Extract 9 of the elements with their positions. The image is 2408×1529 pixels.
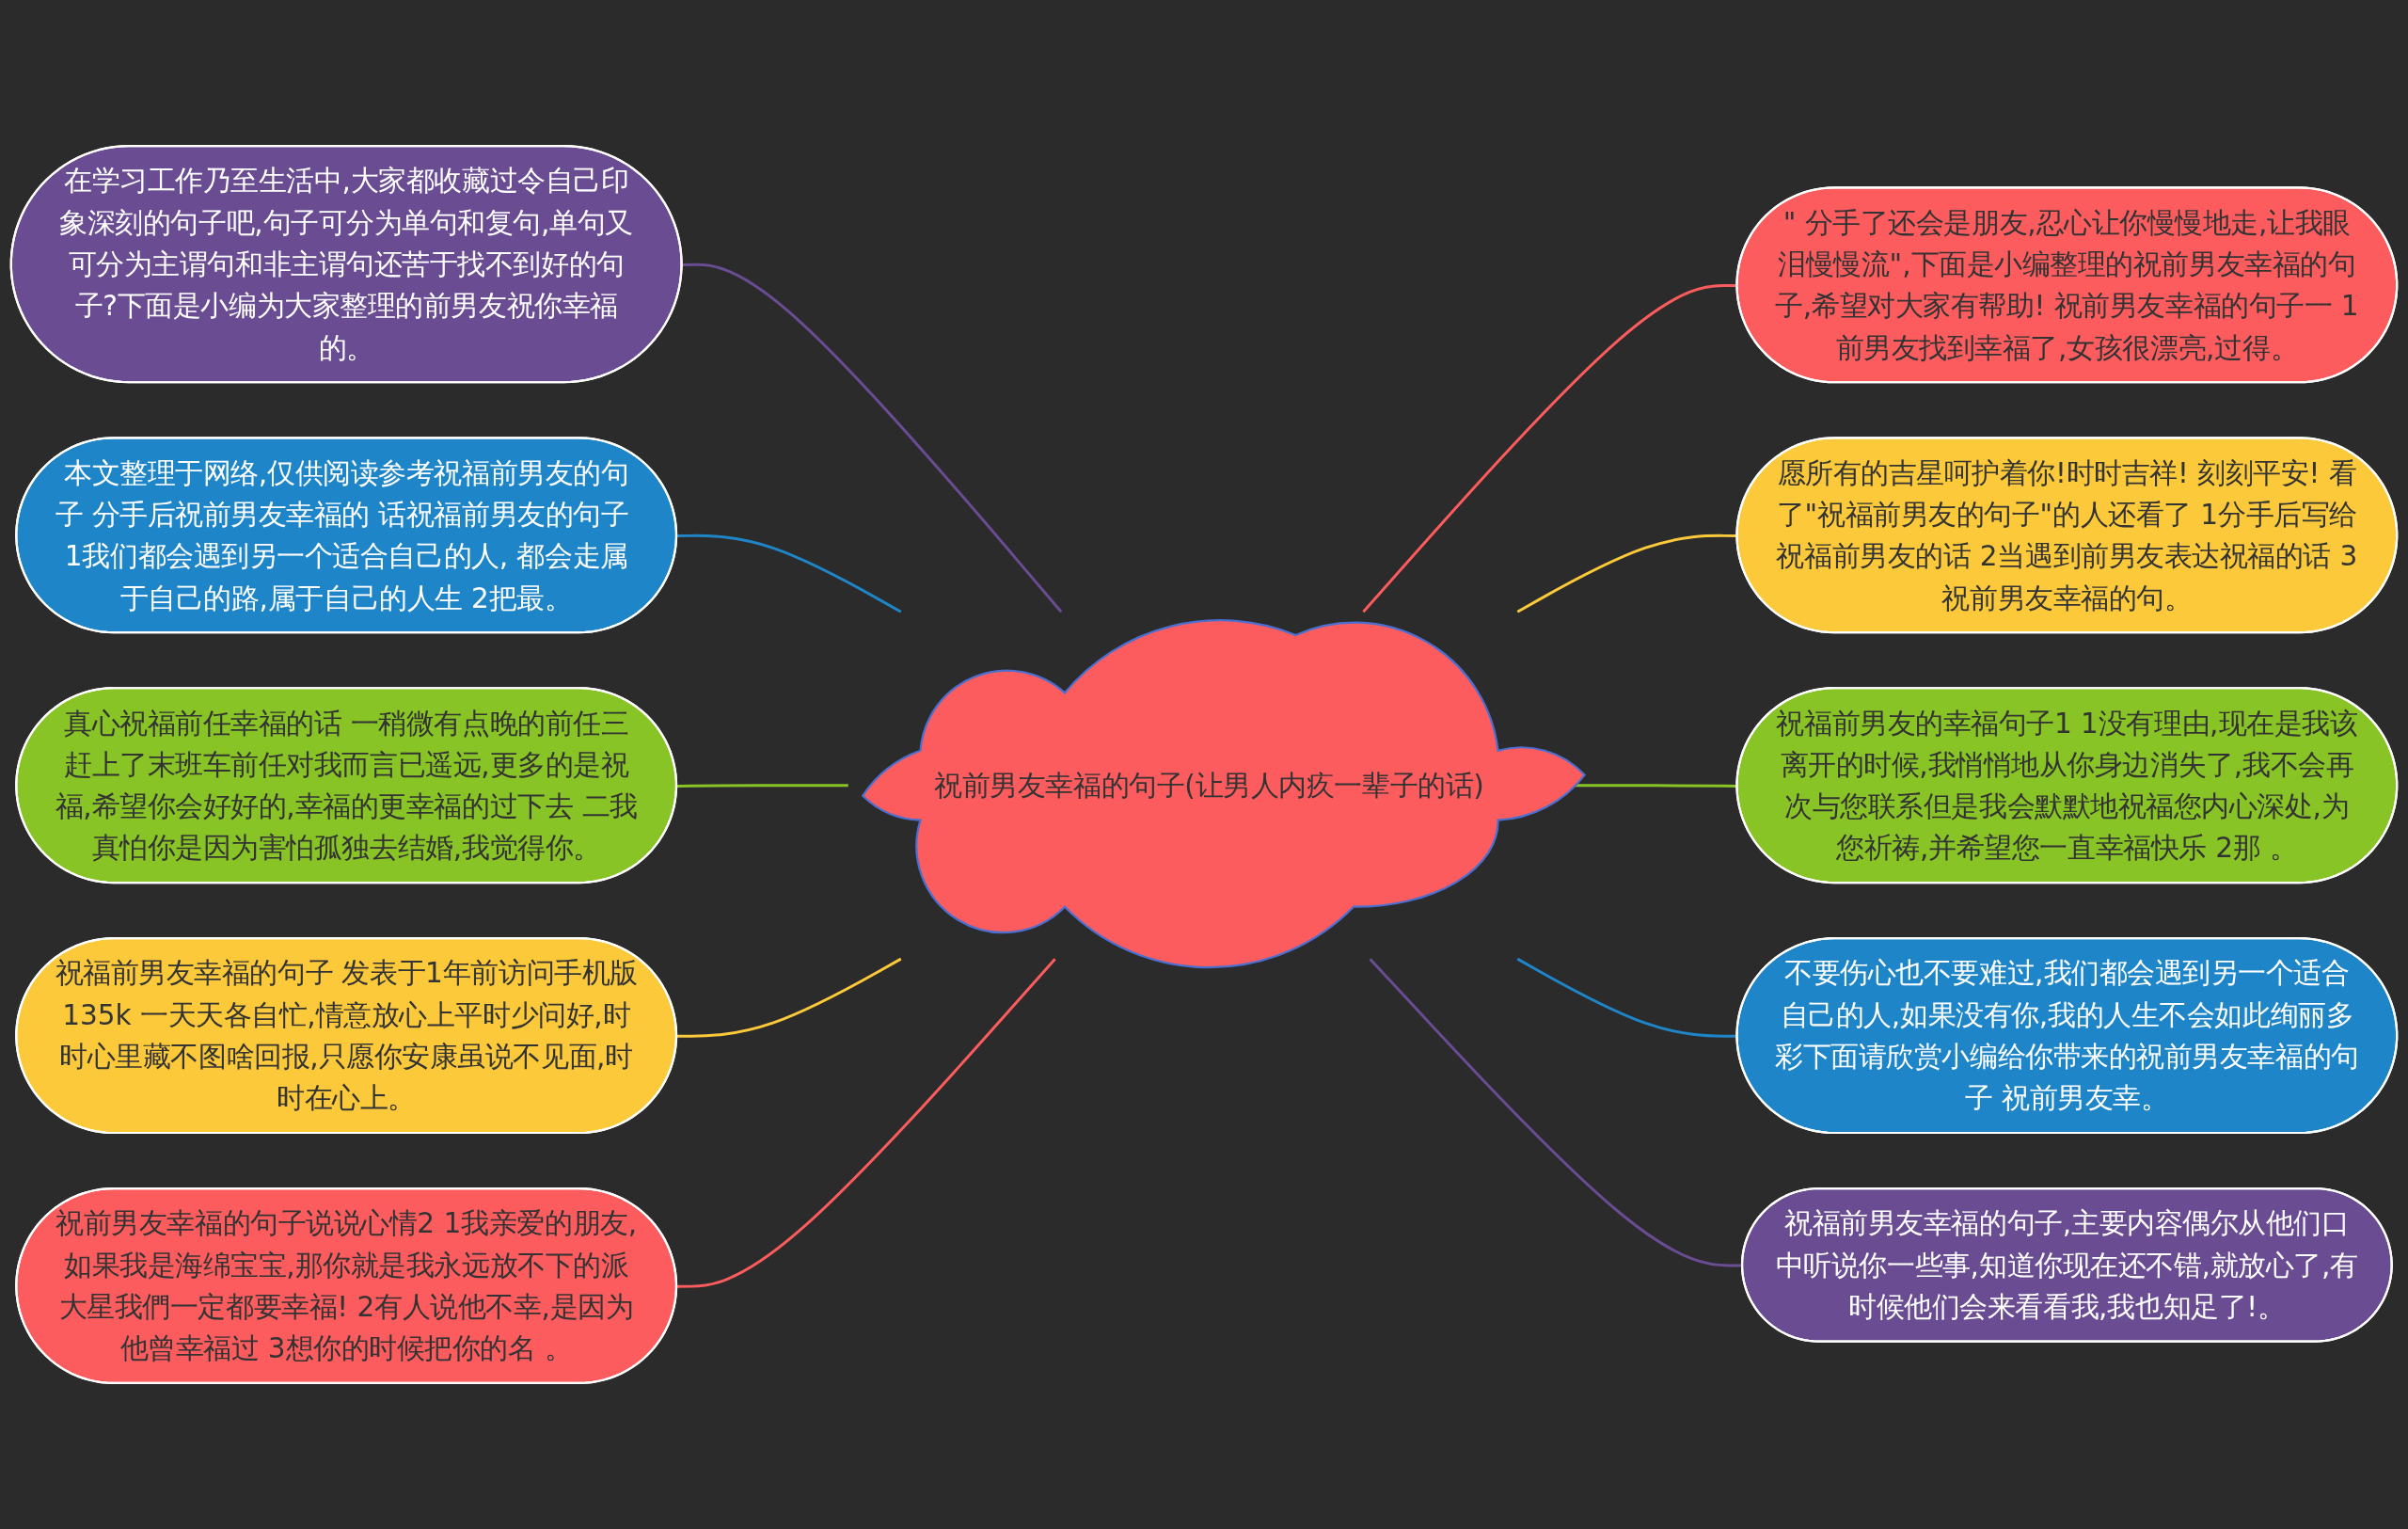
connector <box>1362 283 1738 613</box>
connector <box>676 784 848 788</box>
connector <box>676 958 1056 1288</box>
connector <box>676 957 902 1038</box>
connector <box>1516 534 1738 613</box>
connector <box>1516 957 1738 1038</box>
connector <box>682 263 1063 613</box>
connector <box>676 534 902 613</box>
connector <box>1369 958 1743 1267</box>
